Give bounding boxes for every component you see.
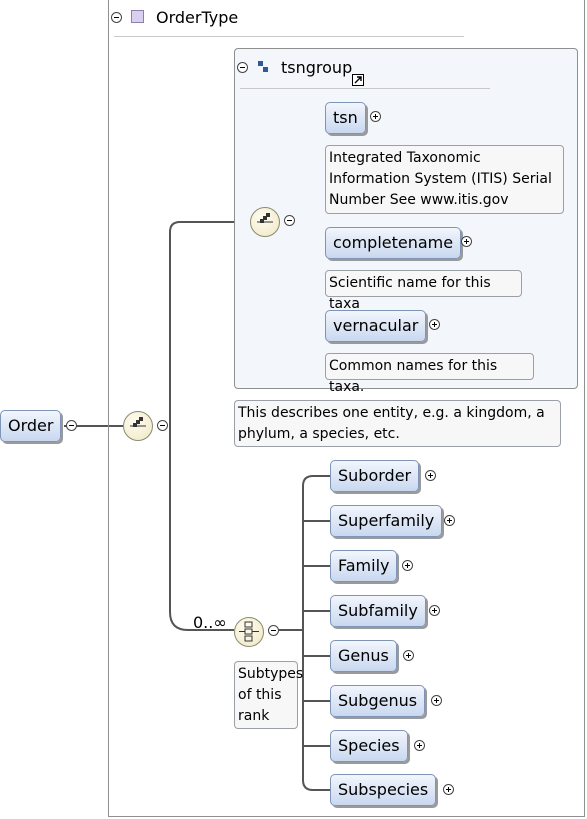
collapse-icon[interactable] (66, 420, 77, 431)
complex-type-icon (131, 10, 144, 23)
complex-type-name: OrderType (156, 8, 239, 27)
element-family[interactable]: Family (330, 550, 398, 582)
element-subfamily[interactable]: Subfamily (330, 595, 426, 627)
sequence-compositor-icon[interactable] (123, 411, 153, 441)
element-vernacular[interactable]: vernacular (325, 310, 427, 342)
element-completename[interactable]: completename (325, 227, 462, 259)
element-superfamily[interactable]: Superfamily (330, 505, 443, 537)
expand-icon[interactable] (403, 650, 414, 661)
element-subgenus[interactable]: Subgenus (330, 685, 426, 717)
element-name: Family (338, 556, 390, 575)
expand-icon[interactable] (429, 605, 440, 616)
group-icon (258, 61, 268, 72)
group-name: tsngroup (281, 58, 353, 77)
expand-icon[interactable] (461, 236, 472, 247)
element-name: Subspecies (338, 780, 429, 799)
element-name: vernacular (333, 316, 419, 335)
choice-cardinality: 0..∞ (193, 613, 227, 632)
expand-icon[interactable] (414, 740, 425, 751)
collapse-icon[interactable] (284, 215, 295, 226)
collapse-icon[interactable] (157, 420, 168, 431)
annotation-choice: Subtypes of this rank (234, 661, 303, 729)
expand-icon[interactable] (443, 784, 454, 795)
expand-icon[interactable] (429, 319, 440, 330)
expand-icon[interactable] (370, 111, 381, 122)
complex-type-frame (108, 0, 585, 817)
collapse-icon[interactable] (268, 625, 279, 636)
element-name: Subfamily (338, 601, 418, 620)
element-name: tsn (333, 108, 358, 127)
element-subspecies[interactable]: Subspecies (330, 774, 437, 806)
collapse-icon[interactable] (111, 12, 122, 23)
element-name: Species (338, 736, 400, 755)
element-order[interactable]: Order (0, 410, 62, 442)
choice-compositor-icon[interactable] (234, 617, 264, 647)
element-tsn[interactable]: tsn (325, 102, 366, 134)
expand-icon[interactable] (425, 470, 436, 481)
complex-type-separator (114, 36, 464, 37)
element-name: Genus (338, 646, 389, 665)
reference-arrow-icon[interactable] (352, 74, 364, 86)
element-species[interactable]: Species (330, 730, 408, 762)
annotation-vernacular: Common names for this taxa. (325, 353, 534, 395)
annotation-group: This describes one entity, e.g. a kingdo… (234, 400, 561, 447)
expand-icon[interactable] (402, 560, 413, 571)
group-separator (240, 88, 490, 89)
element-name: Suborder (338, 466, 412, 485)
element-name: completename (333, 233, 454, 252)
annotation-completename: Scientific name for this taxa (325, 270, 522, 312)
expand-icon[interactable] (431, 695, 442, 706)
element-suborder[interactable]: Suborder (330, 460, 420, 492)
collapse-icon[interactable] (237, 62, 248, 73)
expand-icon[interactable] (444, 515, 455, 526)
element-name: Subgenus (338, 691, 418, 710)
element-name: Superfamily (338, 511, 435, 530)
element-name: Order (8, 416, 54, 435)
element-genus[interactable]: Genus (330, 640, 397, 672)
sequence-compositor-icon[interactable] (250, 207, 280, 237)
annotation-tsn: Integrated Taxonomic Information System … (325, 145, 564, 214)
